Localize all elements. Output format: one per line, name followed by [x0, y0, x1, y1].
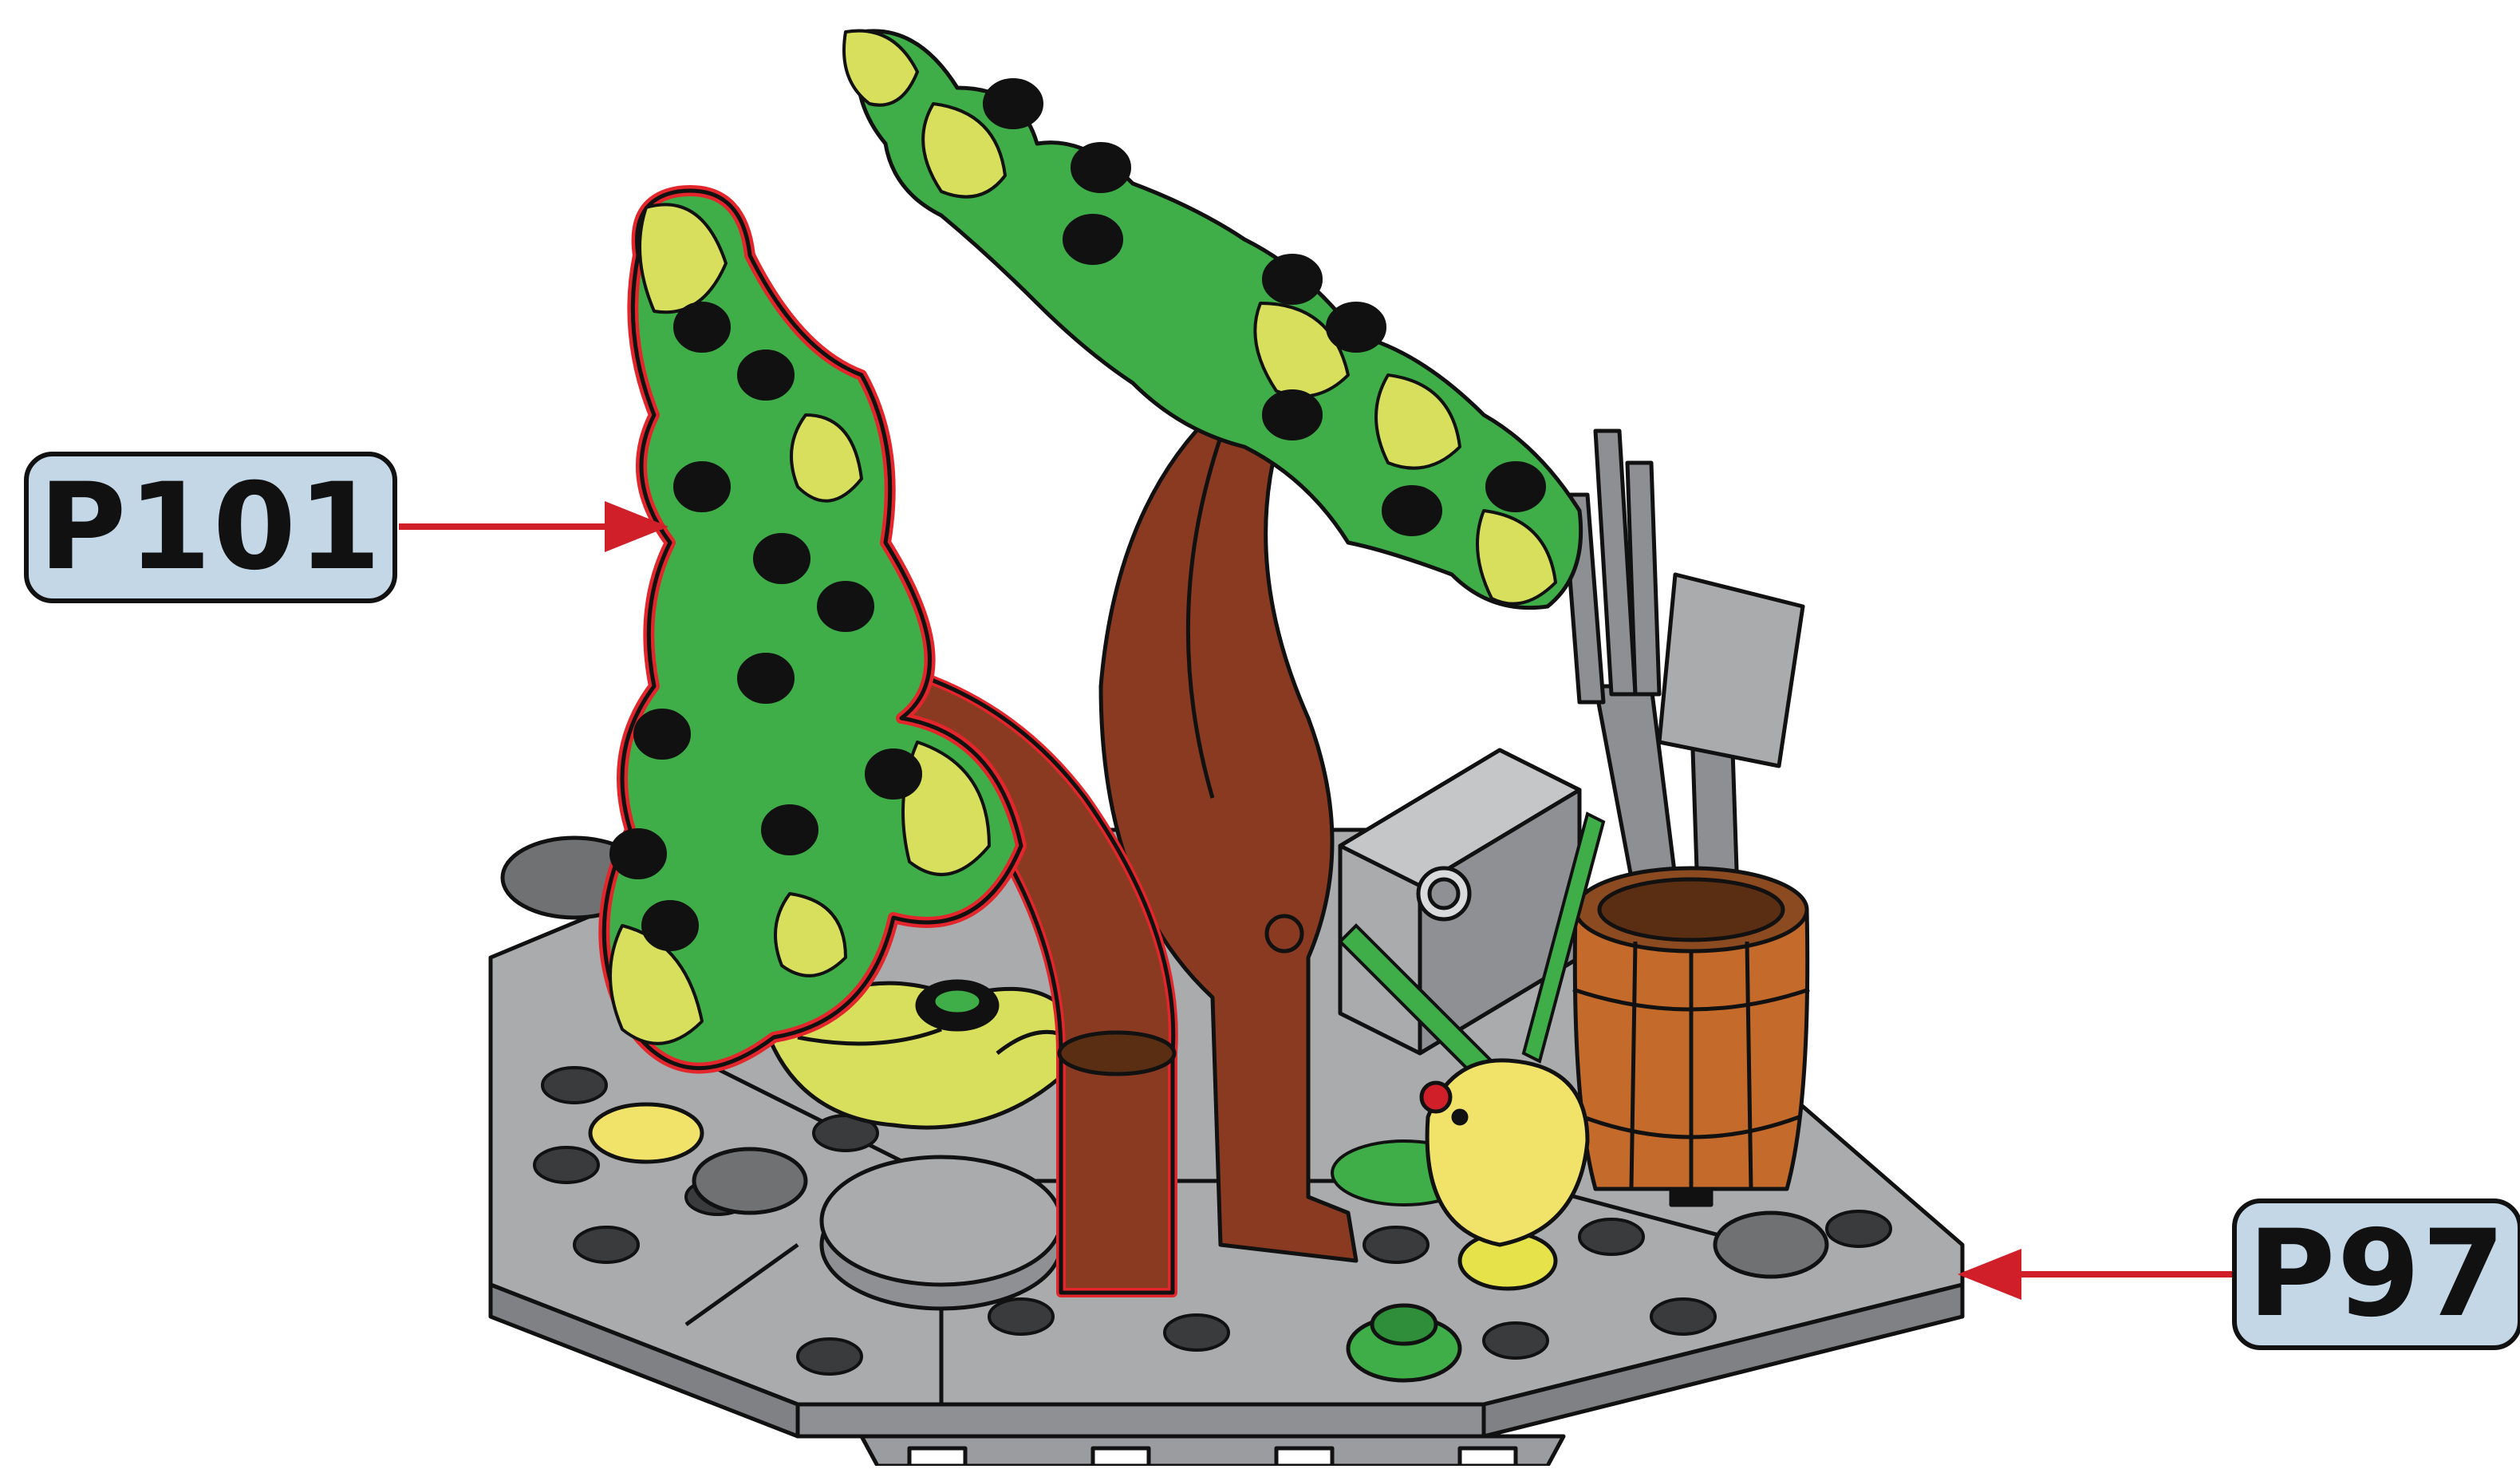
page-reference-p101[interactable]: P101	[24, 452, 397, 603]
tools	[1564, 431, 1803, 942]
barrel	[1573, 868, 1809, 1205]
page-reference-p97[interactable]: P97	[2232, 1198, 2520, 1350]
page-reference-label: P101	[38, 458, 382, 597]
page-reference-label: P97	[2248, 1205, 2507, 1344]
yellow-plant-left	[590, 1104, 702, 1162]
